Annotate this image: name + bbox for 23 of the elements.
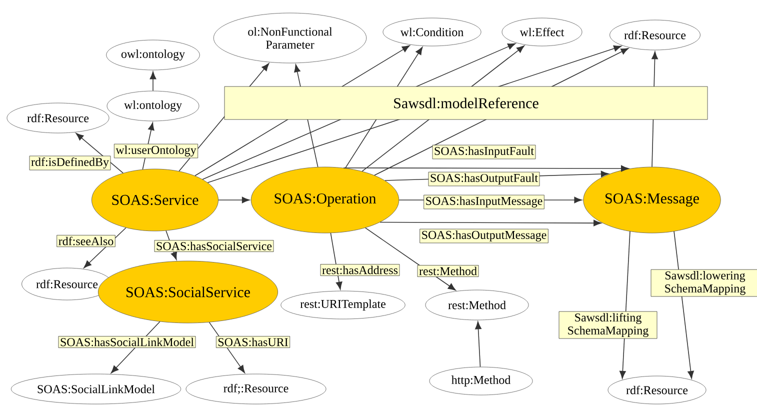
edge-label: SOAS:hasOutputMessage — [420, 228, 548, 244]
edge-label: SOAS:hasInputFault — [432, 144, 536, 160]
edge-label: SOAS:hasURI — [216, 336, 290, 348]
arrow — [150, 71, 156, 92]
edge-label: SOAS:hasSocialService — [154, 240, 274, 252]
edge-label: SOAS:hasInputMessage — [424, 194, 544, 210]
edge-label: rdf:seeAlso — [56, 235, 116, 248]
edge-label: SOAS:hasOutputFault — [428, 172, 540, 186]
edge-label: rdf:isDefinedBy — [29, 156, 111, 170]
edge-label: SOAS:hasSocialLinkModel — [58, 336, 196, 348]
edge-label: Sawsdl:lifting SchemaMapping — [558, 311, 658, 339]
edge-label: rest:hasAddress — [320, 264, 400, 276]
edge-label: Sawsdl:modelReference — [224, 86, 708, 120]
arrow — [330, 232, 342, 290]
arrow — [475, 321, 482, 368]
arrow — [343, 165, 629, 172]
arrow — [84, 227, 126, 268]
arrow — [380, 220, 602, 226]
arrow — [218, 196, 250, 204]
arrow — [76, 132, 124, 174]
edge-label: wl:userOntology — [114, 144, 198, 158]
edge-label: Sawsdl:lowering SchemaMapping — [650, 269, 757, 297]
edge-label: rest:Method — [417, 265, 479, 277]
